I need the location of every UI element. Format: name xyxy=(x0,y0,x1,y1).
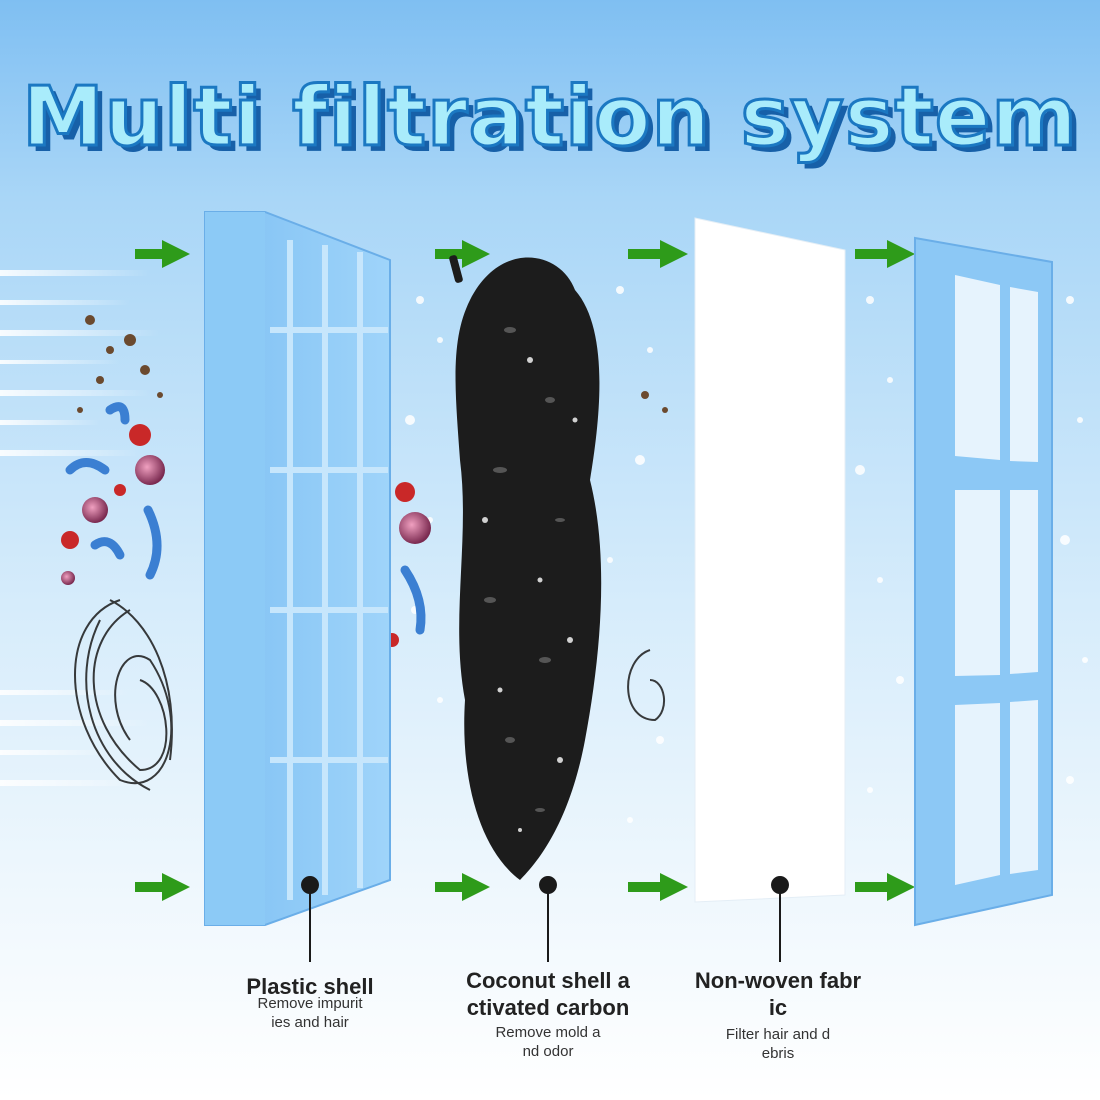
water-flow-streaks xyxy=(0,270,160,786)
page-title: Multi filtration system xyxy=(21,69,1079,167)
flow-arrows-bottom xyxy=(135,873,915,901)
non-woven-fabric-sheet-icon xyxy=(694,217,846,903)
label-pointers xyxy=(301,876,789,962)
arrow-right-icon xyxy=(628,873,688,901)
back-frame-icon xyxy=(914,236,1053,927)
arrow-right-icon xyxy=(855,240,915,268)
layer-name: Plastic shell xyxy=(246,974,374,999)
arrow-right-icon xyxy=(628,240,688,268)
arrow-right-icon xyxy=(855,873,915,901)
activated-carbon-icon xyxy=(449,255,602,880)
arrow-right-icon xyxy=(135,240,190,268)
flow-arrows-top xyxy=(135,240,915,268)
arrow-right-icon xyxy=(435,873,490,901)
plastic-shell-frame-icon xyxy=(204,211,391,926)
arrow-right-icon xyxy=(135,873,190,901)
arrow-right-icon xyxy=(435,240,490,268)
